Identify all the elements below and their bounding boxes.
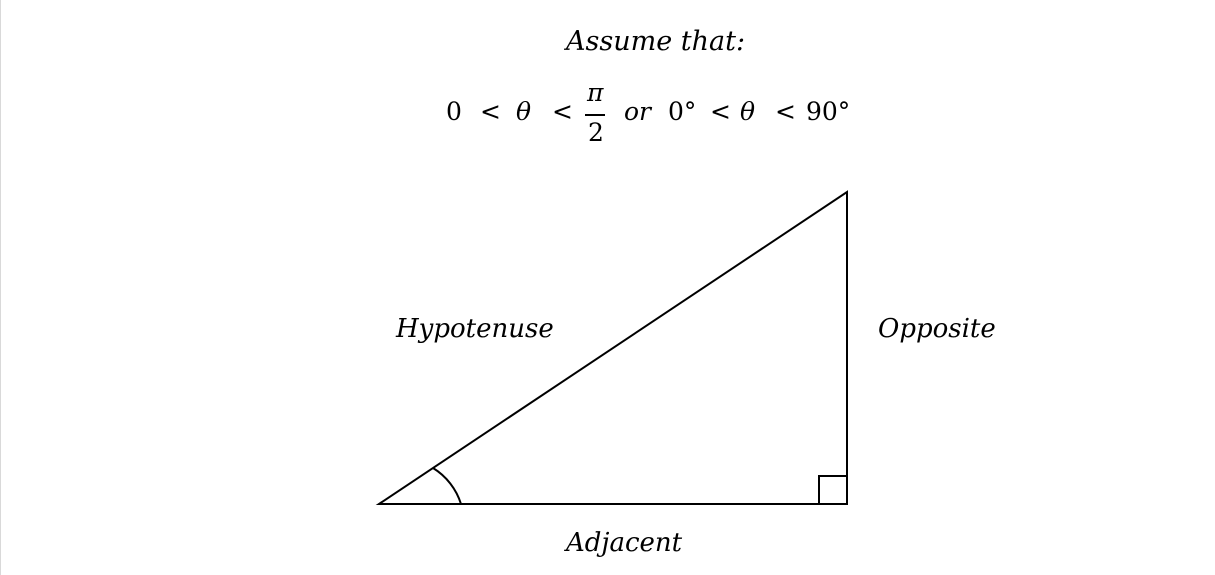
condition-ninety-degrees: 90° [806,97,851,126]
condition-theta-2: θ [740,97,756,126]
condition-zero: 0 [446,97,462,126]
condition-zero-degrees: 0° [668,97,697,126]
fraction-numerator-pi: π [587,78,604,107]
condition-less-than-3: < [710,97,731,126]
right-triangle [375,190,848,505]
assumption-heading: Assume that: [566,26,746,57]
condition-or-word: or [624,97,652,126]
fraction-bar [585,114,605,116]
condition-less-than-2: < [552,97,573,126]
condition-less-than-4: < [775,97,796,126]
right-angle-square-icon [818,475,848,505]
adjacent-label: Adjacent [566,528,683,558]
hypotenuse-label: Hypotenuse [396,314,554,344]
opposite-label: Opposite [878,314,996,344]
fraction-denominator-two: 2 [588,118,604,147]
condition-less-than-1: < [480,97,501,126]
left-border-line [0,0,1,575]
angle-arc-icon [432,467,462,505]
condition-theta-1: θ [516,97,532,126]
